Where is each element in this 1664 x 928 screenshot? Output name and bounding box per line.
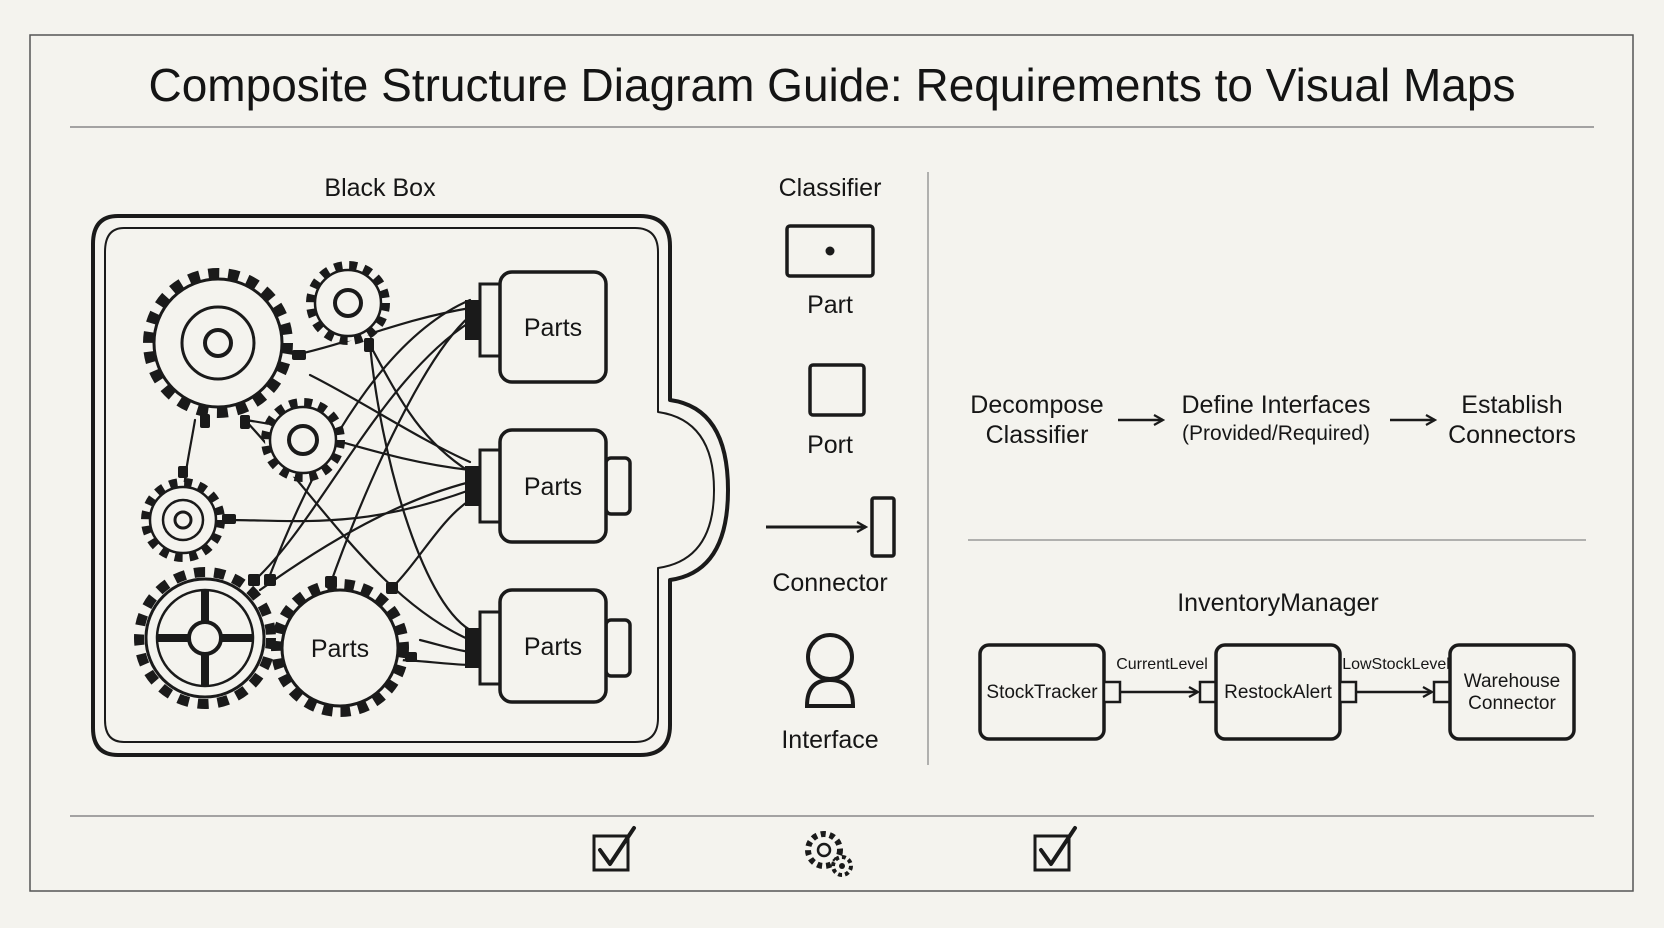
example-box-restockalert: RestockAlert <box>1198 643 1358 741</box>
process-flow: Decompose Classifier Define Interfaces (… <box>970 391 1576 449</box>
gear-icon <box>805 831 853 877</box>
gear-plugs <box>178 338 417 662</box>
port-square <box>1198 680 1218 704</box>
black-box <box>91 214 730 757</box>
step1-line2: Classifier <box>986 421 1089 449</box>
step2-line1: Define Interfaces <box>1182 391 1371 419</box>
gear-part: Parts <box>271 579 409 717</box>
example-box-warehouse: Warehouse Connector <box>1432 643 1576 741</box>
legend-label-interface: Interface <box>781 726 878 754</box>
part-label-1: Parts <box>524 314 582 342</box>
warehouse-label-2: Connector <box>1468 693 1556 714</box>
part-label-3: Parts <box>524 633 582 661</box>
example-title: InventoryManager <box>1177 589 1379 617</box>
checkbox-icon <box>592 826 636 872</box>
checkbox-icon <box>1033 826 1077 872</box>
port-square <box>1102 680 1122 704</box>
gear-small-left <box>141 478 225 562</box>
step2-line2: (Provided/Required) <box>1182 422 1370 445</box>
connector-label-1: CurrentLevel <box>1116 656 1208 673</box>
part-box-3: Parts <box>465 588 632 704</box>
warehouse-label-1: Warehouse <box>1464 671 1560 692</box>
example-box-stocktracker: StockTracker <box>978 643 1122 741</box>
port-square <box>1338 680 1358 704</box>
gear-large-bottom <box>134 567 276 709</box>
legend-label-connector: Connector <box>772 569 887 597</box>
port-icon <box>808 363 866 417</box>
gear-small-top <box>306 261 390 345</box>
legend-title: Classifier <box>779 174 882 202</box>
step1-line1: Decompose <box>970 391 1103 419</box>
gear-small-middle <box>261 398 345 482</box>
outer-frame <box>29 34 1634 892</box>
black-box-label: Black Box <box>324 174 436 202</box>
interface-icon <box>804 633 856 708</box>
step3-line1: Establish <box>1461 391 1562 419</box>
gear-large-top <box>143 268 293 418</box>
gear-part-label: Parts <box>311 635 369 663</box>
connector-label-2: LowStockLevel <box>1342 656 1450 673</box>
stocktracker-label: StockTracker <box>986 682 1098 703</box>
restockalert-label: RestockAlert <box>1224 682 1332 703</box>
part-box-1: Parts <box>465 270 608 384</box>
part-label-2: Parts <box>524 473 582 501</box>
legend-label-port: Port <box>807 431 853 459</box>
part-icon <box>785 224 875 278</box>
connector-icon <box>766 496 896 558</box>
port-square <box>1432 680 1452 704</box>
part-box-2: Parts <box>465 428 632 544</box>
page-title: Composite Structure Diagram Guide: Requi… <box>149 59 1516 111</box>
step3-line2: Connectors <box>1448 421 1576 449</box>
legend-label-part: Part <box>807 291 853 319</box>
